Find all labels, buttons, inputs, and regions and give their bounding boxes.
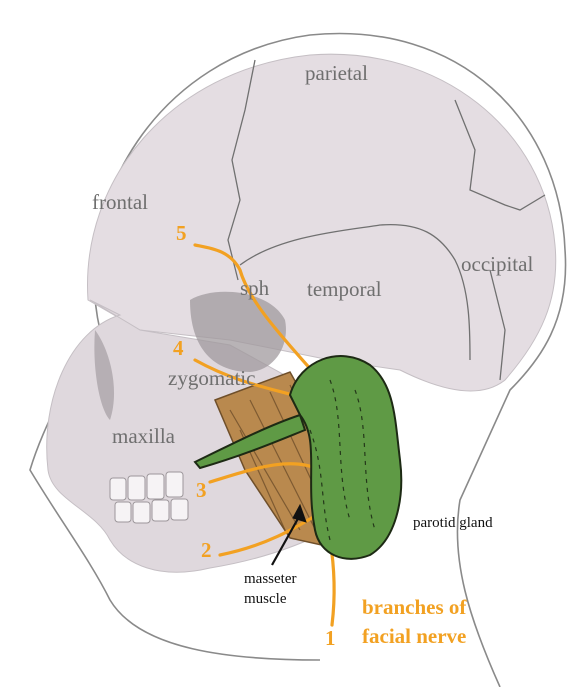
nerve-number-5: 5 [176, 221, 187, 245]
label-zygomatic: zygomatic [168, 366, 255, 390]
nerve-number-4: 4 [173, 336, 184, 360]
nerve-number-1: 1 [325, 626, 336, 650]
caption-line1: branches of [362, 595, 467, 619]
label-frontal: frontal [92, 190, 148, 214]
label-parietal: parietal [305, 61, 368, 85]
label-masseter-line2: muscle [244, 591, 287, 607]
label-parotid-gland: parotid gland [413, 515, 493, 531]
label-sph: sph [240, 276, 270, 300]
label-maxilla: maxilla [112, 424, 176, 448]
label-temporal: temporal [307, 277, 382, 301]
teeth [110, 472, 188, 523]
nerve-number-3: 3 [196, 478, 207, 502]
label-masseter-line1: masseter [244, 571, 296, 587]
nerve-number-2: 2 [201, 538, 212, 562]
label-occipital: occipital [461, 252, 533, 276]
caption-line2: facial nerve [362, 624, 466, 648]
